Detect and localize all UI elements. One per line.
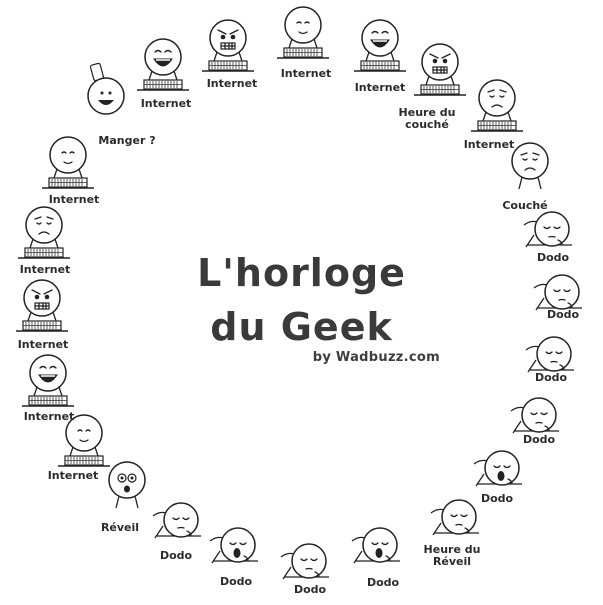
clock-hour-figure (280, 543, 329, 580)
head-icon (209, 19, 247, 57)
clock-hour-figure (473, 450, 522, 487)
head-icon (511, 142, 549, 180)
clock-hour-label: Dodo (534, 371, 568, 384)
head-icon (544, 274, 580, 310)
clock-hour-label: Dodo (546, 308, 580, 321)
head-icon (220, 527, 256, 563)
head-icon (284, 6, 322, 44)
head-icon (25, 206, 63, 244)
head-icon (29, 354, 67, 392)
head-icon (478, 79, 516, 117)
clock-hour-figure (354, 19, 406, 72)
clock-hour-figure (42, 136, 94, 189)
clock-hour-label: Dodo (536, 251, 570, 264)
clock-hour-figure (277, 6, 329, 59)
head-icon (362, 527, 398, 563)
title-line-2: du Geek (210, 305, 393, 349)
clock-hour-figure (511, 142, 549, 190)
clock-hour-figure (510, 397, 559, 434)
clock-hour-figure (18, 206, 70, 259)
clock-hour-figure (523, 211, 572, 248)
head-icon (23, 279, 61, 317)
clock-hour-label: Manger ? (98, 134, 156, 147)
clock-hour-label: Internet (17, 338, 69, 351)
clock-hour-figure (137, 38, 189, 91)
clock-hour-figure (152, 502, 201, 539)
head-icon (108, 461, 146, 499)
clock-hour-figure (209, 527, 258, 564)
clock-hour-figure (87, 62, 125, 115)
clock-hour-figure (414, 43, 466, 96)
head-icon (144, 38, 182, 76)
clock-hour-label: Internet (463, 138, 515, 151)
clock-hour-figure (58, 414, 110, 467)
clock-hour-label: Internet (206, 77, 258, 90)
clock-hour-figure (525, 336, 574, 373)
clock-hour-label: Dodo (293, 583, 327, 596)
clock-hour-label: Internet (280, 67, 332, 80)
head-icon (484, 450, 520, 486)
clock-hour-label: Dodo (219, 575, 253, 588)
clock-hour-figure (471, 79, 523, 132)
head-icon (421, 43, 459, 81)
clock-hour-figure (351, 527, 400, 564)
clock-hour-label: Internet (48, 193, 100, 206)
head-icon (441, 499, 477, 535)
head-icon (521, 397, 557, 433)
head-icon (49, 136, 87, 174)
head-icon (163, 502, 199, 538)
clock-hour-label: Réveil (100, 521, 140, 534)
clock-hour-label: Internet (140, 97, 192, 110)
clock-hour-label: Dodo (159, 549, 193, 562)
clock-hour-figure (22, 354, 74, 407)
clock-hour-label: Internet (354, 81, 406, 94)
clock-hour-label: Dodo (480, 492, 514, 505)
title-line-1: L'horloge (197, 251, 406, 295)
head-icon (87, 77, 125, 115)
head-icon (534, 211, 570, 247)
clock-hour-label: Internet (19, 263, 71, 276)
head-icon (536, 336, 572, 372)
head-icon (65, 414, 103, 452)
clock-hour-figure (16, 279, 68, 332)
clock-hour-label: Internet (23, 410, 75, 423)
byline: by Wadbuzz.com (312, 350, 440, 365)
clock-hour-label: Dodo (522, 433, 556, 446)
clock-hour-figure (108, 461, 146, 509)
head-icon (291, 543, 327, 579)
head-icon (361, 19, 399, 57)
clock-hour-label: Couché (502, 199, 548, 212)
clock-hour-figure (533, 274, 582, 311)
clock-hour-figure (202, 19, 254, 72)
clock-hour-figure (430, 499, 479, 536)
clock-hour-label: Internet (47, 469, 99, 482)
clock-hour-label: Dodo (366, 576, 400, 589)
